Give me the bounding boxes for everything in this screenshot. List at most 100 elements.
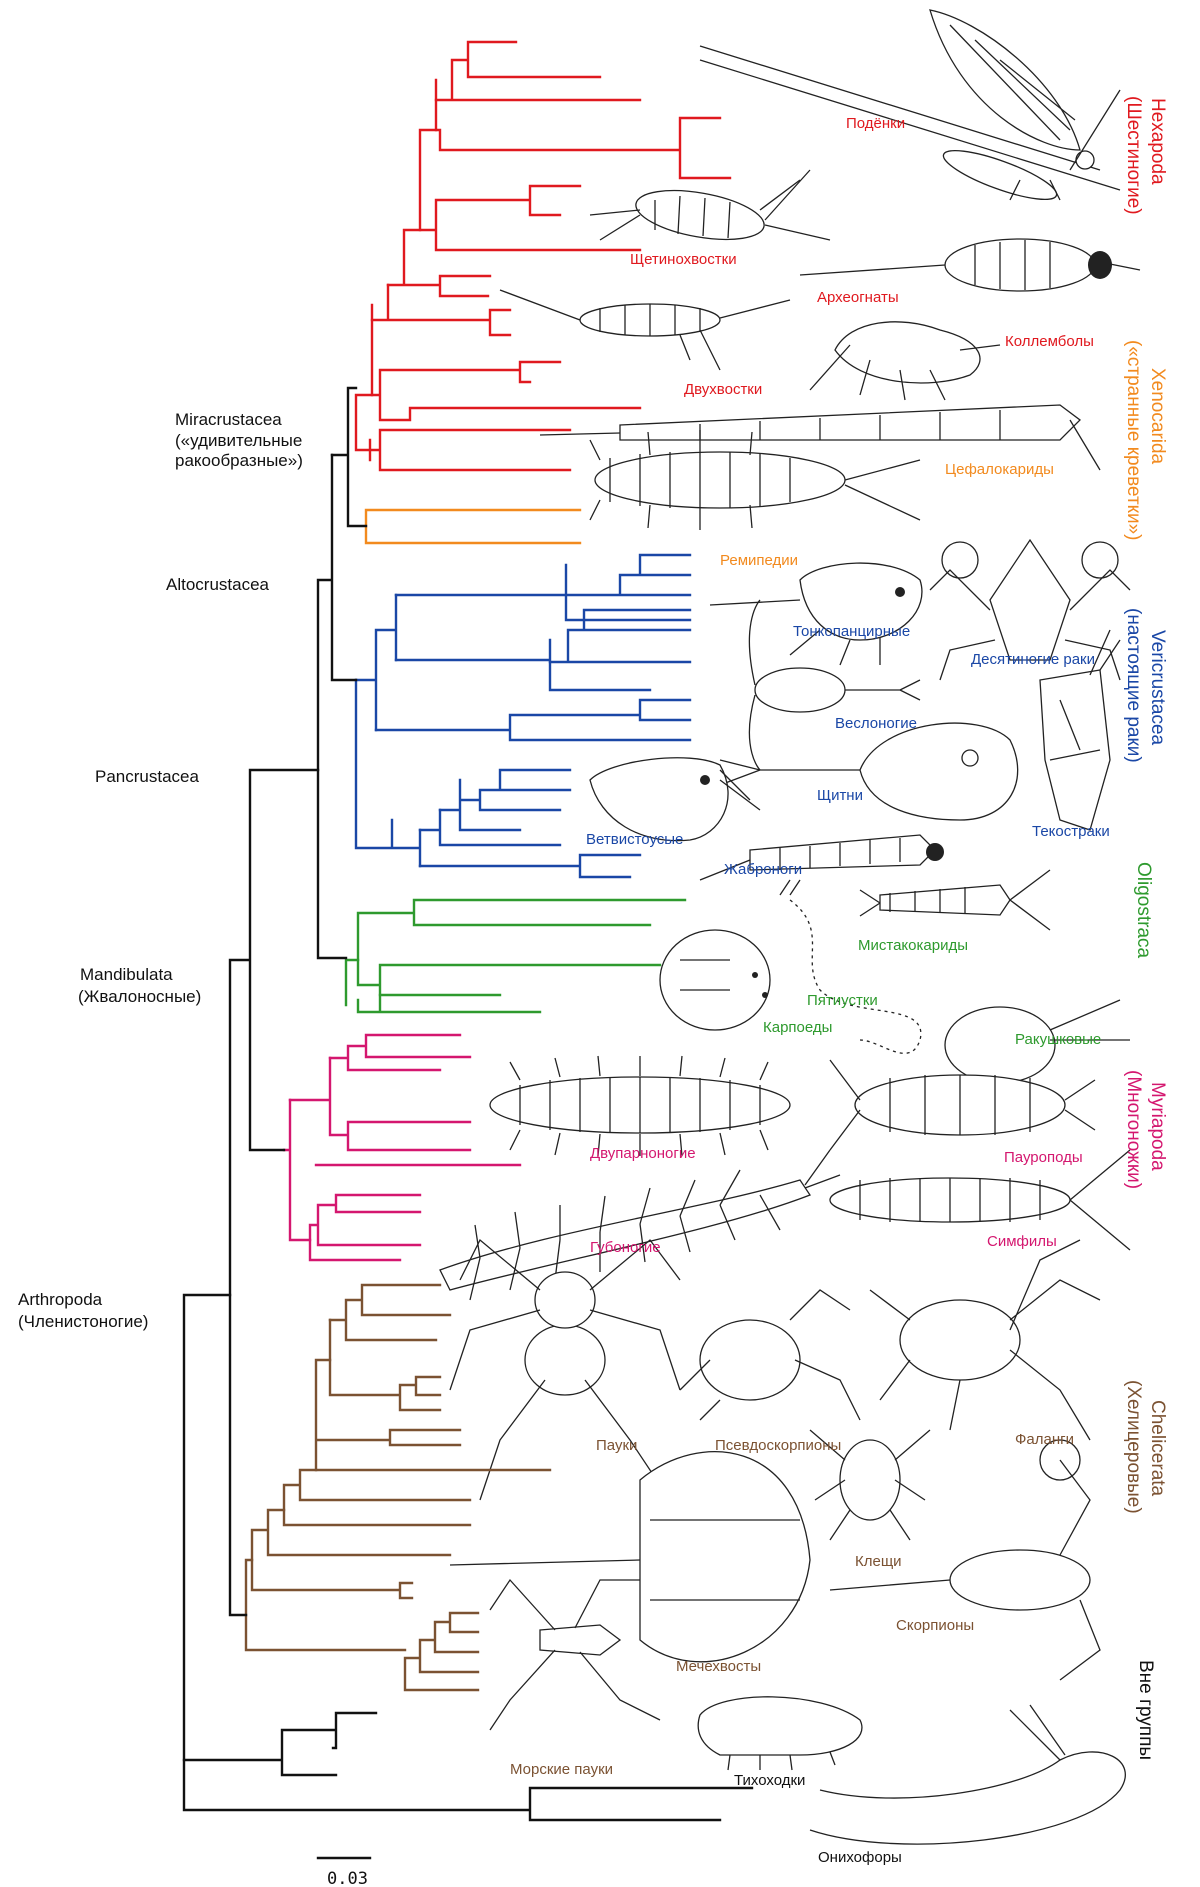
water-flea-drawing bbox=[589, 757, 761, 842]
group-sublabel: (Многоножки) bbox=[1123, 1070, 1144, 1189]
tree-branch bbox=[308, 1193, 422, 1262]
taxon-label: Скорпионы bbox=[896, 1617, 974, 1634]
group-label: Myriapoda bbox=[1147, 1082, 1168, 1171]
tree-branch bbox=[182, 1758, 754, 1822]
tree-branch bbox=[374, 698, 692, 742]
taxon-label: Пауроподы bbox=[1004, 1149, 1083, 1166]
tree-branch bbox=[330, 386, 368, 528]
clade-label: Mandibulata bbox=[80, 965, 173, 984]
tree-branch bbox=[354, 678, 422, 868]
tree-branch bbox=[394, 563, 692, 622]
mystacocarid-drawing bbox=[859, 869, 1051, 931]
taxon-label: Ракушковые bbox=[1015, 1031, 1101, 1048]
tree-branch bbox=[434, 40, 642, 102]
taxon-label: Подёнки bbox=[846, 115, 905, 132]
vericrustacea-branches bbox=[354, 553, 692, 879]
tree-branch bbox=[434, 78, 732, 180]
taxon-label: Пятиустки bbox=[807, 992, 878, 1009]
taxon-label: Морские пауки bbox=[510, 1761, 613, 1778]
clade-sublabel: («удивительные bbox=[175, 431, 302, 450]
dipluran-drawing bbox=[499, 289, 791, 371]
remipede-drawing bbox=[589, 430, 921, 530]
myriapoda-branches bbox=[282, 1033, 522, 1262]
clade-sublabel: (Жвалоносные) bbox=[78, 987, 201, 1006]
group-label: Chelicerata bbox=[1147, 1400, 1168, 1497]
tree-branch bbox=[364, 508, 582, 545]
taxon-label: Пауки bbox=[596, 1437, 637, 1454]
tree-branch bbox=[344, 958, 542, 1014]
taxon-label: Тихоходки bbox=[734, 1772, 805, 1789]
tree-branch bbox=[314, 1358, 552, 1472]
tree-branch bbox=[228, 768, 320, 1617]
group-sublabel: (Хелицеровые) bbox=[1123, 1380, 1144, 1514]
taxon-label: Ветвистоусые bbox=[586, 831, 683, 848]
clade-label: Altocrustacea bbox=[166, 575, 270, 594]
tree-branch bbox=[328, 1283, 452, 1342]
tree-branch bbox=[438, 768, 572, 832]
taxon-label: Жаброноги bbox=[724, 861, 802, 878]
tree-branch bbox=[418, 808, 642, 879]
tree-branch bbox=[244, 1558, 480, 1692]
taxon-labels: Подёнки Щетинохвостки Археогнаты Коллемб… bbox=[510, 115, 1110, 1866]
decapod-drawing bbox=[929, 538, 1131, 681]
oligostraca-branches bbox=[344, 898, 687, 1014]
group-sublabel: (Шестиногие) bbox=[1123, 96, 1144, 215]
clade-sublabel: ракообразные») bbox=[175, 451, 303, 470]
tree-branch bbox=[288, 1056, 522, 1167]
copepod-drawing bbox=[748, 599, 921, 771]
hexapoda-branches bbox=[354, 40, 732, 472]
group-label: Hexapoda bbox=[1147, 98, 1168, 185]
group-labels: Hexapoda (Шестиногие) Xenocarida («стран… bbox=[1123, 96, 1168, 1760]
tree-branch bbox=[328, 1318, 442, 1412]
group-sublabel: (настоящие раки) bbox=[1123, 608, 1144, 763]
taxon-label: Текостраки bbox=[1032, 823, 1110, 840]
taxon-label: Псевдоскорпионы bbox=[715, 1437, 841, 1454]
group-label: Вне группы bbox=[1135, 1660, 1156, 1760]
tree-branch bbox=[386, 228, 492, 298]
taxon-label: Фаланги bbox=[1015, 1431, 1074, 1448]
tongue-worm-drawing bbox=[779, 879, 922, 1054]
group-label: Xenocarida bbox=[1147, 368, 1168, 465]
tree-branch bbox=[564, 553, 692, 597]
taxon-label: Десятиногие раки bbox=[971, 651, 1095, 668]
backbone-branches bbox=[182, 386, 754, 1860]
taxon-label: Веслоногие bbox=[835, 715, 917, 732]
tick-drawing bbox=[809, 1429, 931, 1541]
spider-drawing bbox=[449, 1238, 681, 1501]
xenocarida-branches bbox=[364, 508, 582, 545]
taxon-label: Мечехвосты bbox=[676, 1658, 761, 1675]
clade-sublabel: (Членистоногие) bbox=[18, 1312, 148, 1331]
clade-label: Pancrustacea bbox=[95, 767, 199, 786]
archaeognath-drawing bbox=[799, 238, 1141, 292]
taxon-label: Археогнаты bbox=[817, 289, 899, 306]
centipede-drawing bbox=[439, 1149, 841, 1301]
tree-branch bbox=[548, 608, 692, 664]
taxon-label: Тонкопанцирные bbox=[793, 623, 910, 640]
taxon-label: Карпоеды bbox=[763, 1019, 832, 1036]
fish-louse-drawing bbox=[659, 929, 771, 1031]
symphylan-drawing bbox=[829, 1149, 1131, 1251]
taxon-label: Двухвостки bbox=[684, 381, 762, 398]
tree-branch bbox=[354, 393, 572, 472]
tree-branch bbox=[394, 638, 652, 692]
scale-bar-label: 0.03 bbox=[327, 1869, 368, 1887]
pauropod-drawing bbox=[829, 1059, 1096, 1151]
tree-branch bbox=[354, 593, 398, 732]
group-label: Oligostraca bbox=[1133, 862, 1154, 959]
tree-branch bbox=[418, 128, 642, 252]
animal-illustrations bbox=[439, 9, 1141, 1845]
sea-spider-drawing bbox=[489, 1578, 661, 1731]
clade-label: Arthropoda bbox=[18, 1290, 103, 1309]
mayfly-drawing bbox=[699, 9, 1121, 201]
group-label: Vericrustacea bbox=[1147, 630, 1168, 746]
taxon-label: Мистакокариды bbox=[858, 937, 968, 954]
springtail-drawing bbox=[809, 321, 1001, 401]
leptostracan-drawing bbox=[709, 562, 923, 666]
taxon-label: Онихофоры bbox=[818, 1849, 902, 1866]
taxon-label: Щетинохвостки bbox=[630, 251, 737, 268]
horseshoe-crab-drawing bbox=[449, 1451, 811, 1663]
group-sublabel: («странные креветки») bbox=[1123, 340, 1144, 541]
taxon-label: Коллемболы bbox=[1005, 333, 1094, 350]
